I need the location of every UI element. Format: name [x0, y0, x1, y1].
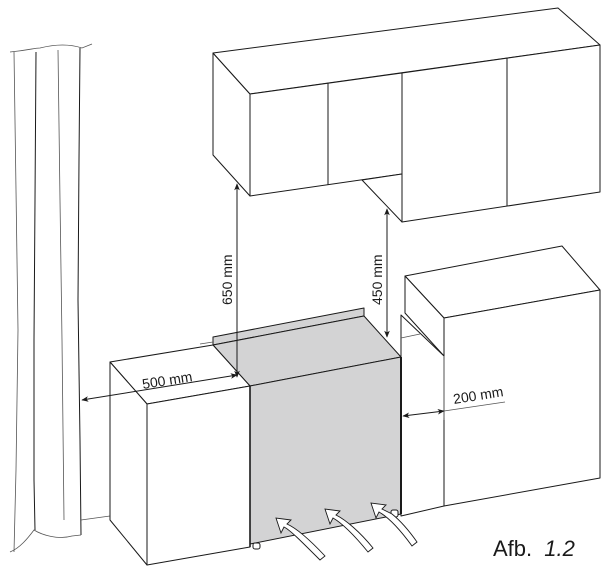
wall-cabinets [212, 7, 601, 223]
cooker-appliance [212, 307, 402, 550]
right-cabinet [400, 245, 601, 517]
dimension-500mm: 500 mm [81, 368, 238, 402]
caption-prefix: Afb. [493, 536, 532, 561]
dimension-200mm: 200 mm [402, 360, 506, 419]
airflow-arrows [275, 502, 418, 561]
caption-number: 1.2 [544, 536, 575, 561]
figure-caption: Afb. 1.2 [493, 536, 575, 561]
dimension-label-650: 650 mm [219, 254, 235, 305]
dimension-450mm: 450 mm [369, 208, 390, 338]
dimension-650mm: 650 mm [219, 183, 240, 378]
dimension-label-200: 200 mm [452, 383, 504, 407]
dimension-label-500: 500 mm [141, 368, 193, 392]
dimension-label-450: 450 mm [369, 254, 385, 305]
curtain [9, 43, 111, 553]
